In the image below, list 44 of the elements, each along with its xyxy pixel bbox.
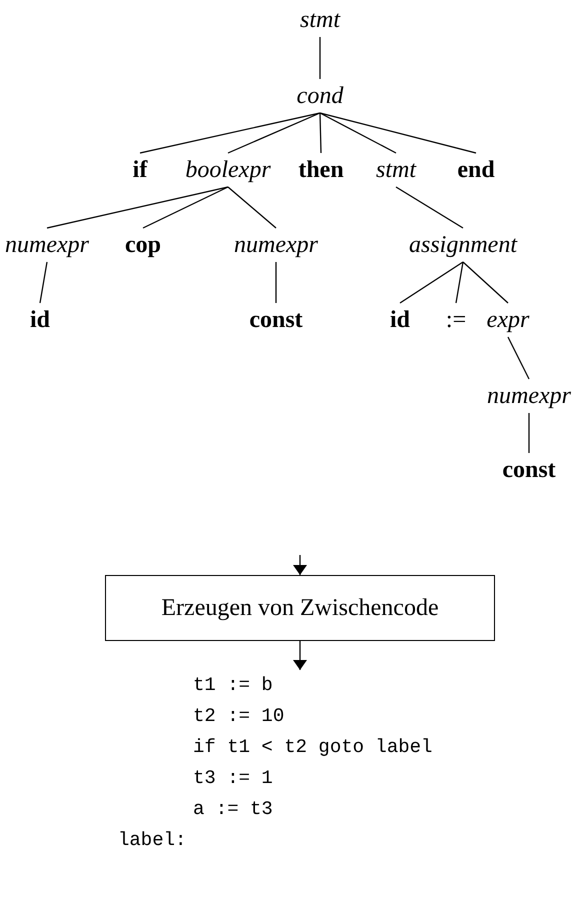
tree-branch-line [46,186,228,229]
nonterminal-label: numexpr [234,231,318,259]
nonterminal-label: assignment [409,231,517,259]
nonterminal-label: stmt [376,156,416,184]
code-line: t3 := 1 [193,766,273,791]
code-line: if t1 < t2 goto label [193,735,432,760]
code-line: t1 := b [193,673,273,698]
code-line: a := t3 [193,797,273,822]
terminal-label: const [502,456,556,484]
tree-branch-line [275,262,277,303]
tree-branch-line [142,186,228,229]
nonterminal-label: boolexpr [185,156,271,184]
tree-branch-line [319,112,322,154]
tree-branch-line [455,262,464,304]
terminal-label: const [249,306,303,334]
tree-branch-line [39,262,48,304]
tree-branch-line [462,262,508,304]
terminal-label: id [30,306,50,334]
tree-branch-line [528,413,530,453]
terminal-label: if [132,156,148,184]
tree-branch-line [228,112,320,154]
terminal-label: then [298,156,344,184]
tree-branch-line [400,262,464,304]
arrow [293,555,307,575]
arrow [293,641,307,670]
tree-branch-line [140,112,320,154]
operator-label: := [446,306,466,334]
tree-branch-line [396,186,464,229]
terminal-label: cop [125,231,161,259]
terminal-label: end [457,156,495,184]
nonterminal-label: cond [296,82,344,110]
tree-branch-line [228,186,276,228]
tree-branch-line [320,112,396,154]
code-line: t2 := 10 [193,704,284,729]
terminal-label: id [390,306,410,334]
process-box: Erzeugen von Zwischencode [105,575,495,641]
tree-branch-line [319,37,321,79]
nonterminal-label: expr [486,306,530,334]
nonterminal-label: stmt [300,6,340,34]
nonterminal-label: numexpr [5,231,89,259]
nonterminal-label: numexpr [487,382,571,410]
tree-branch-line [507,336,530,380]
code-line: label: [118,828,186,853]
tree-branch-line [320,112,476,154]
